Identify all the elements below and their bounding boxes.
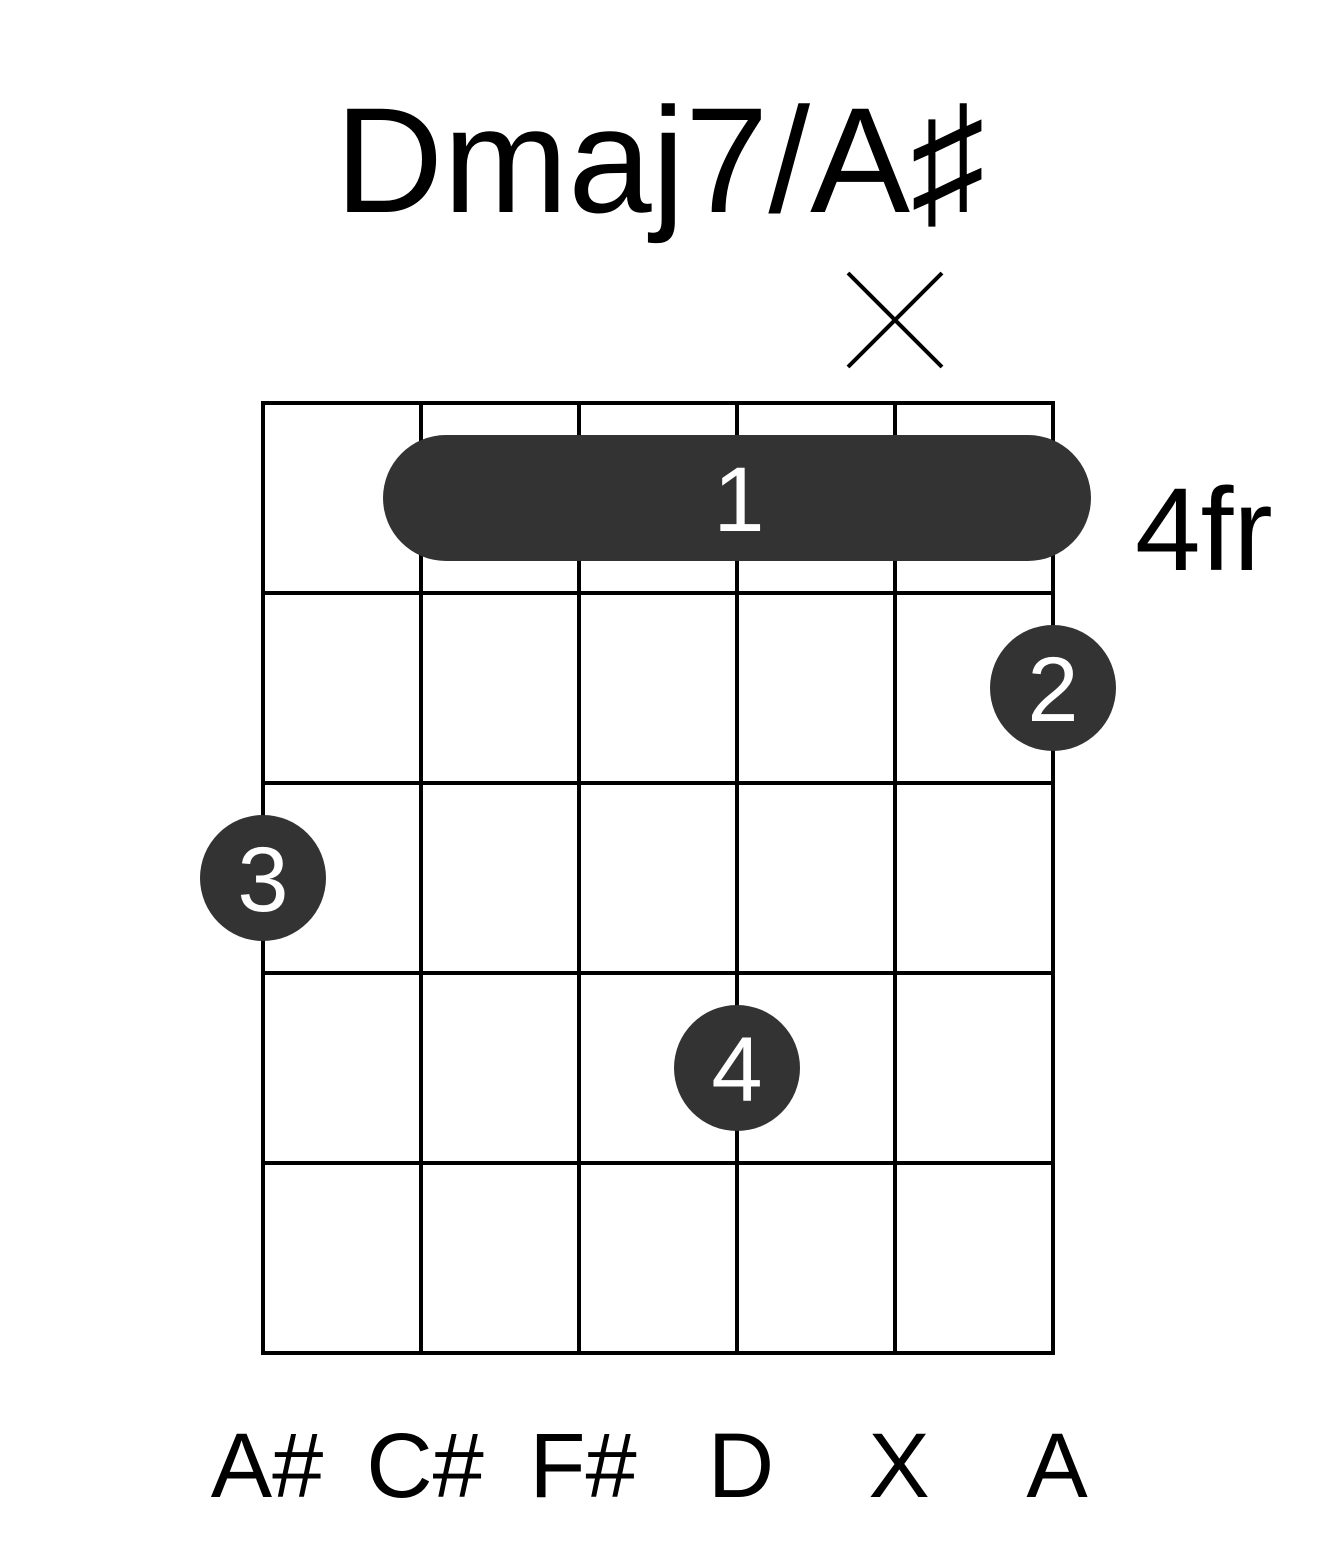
muted-markers — [846, 271, 944, 369]
muted-string-icon — [846, 271, 944, 369]
finger-dot — [674, 1005, 800, 1131]
muted-x-stroke — [846, 271, 944, 369]
string-note-label: A# — [211, 1415, 324, 1517]
barre-group: 1 — [383, 435, 1091, 561]
string-note-label: A — [1026, 1415, 1088, 1517]
barre-finger-label: 1 — [713, 449, 764, 551]
finger-dot — [200, 815, 326, 941]
string-note-label: F# — [529, 1415, 636, 1517]
fretboard-grid — [261, 401, 1055, 1355]
string-note-label: X — [868, 1415, 929, 1517]
string-note-label: D — [708, 1415, 774, 1517]
finger-dot-label: 3 — [237, 829, 288, 931]
finger-dot — [990, 625, 1116, 751]
barre-bar — [383, 435, 1091, 561]
string-note-label: C# — [366, 1415, 484, 1517]
finger-dots: 2 3 4 — [200, 625, 1116, 1131]
finger-dot-label: 4 — [711, 1019, 762, 1121]
fret-position-label: 4fr — [1135, 464, 1273, 596]
finger-dot-label: 2 — [1027, 639, 1078, 741]
chord-title: Dmaj7/A♯ — [335, 76, 985, 244]
